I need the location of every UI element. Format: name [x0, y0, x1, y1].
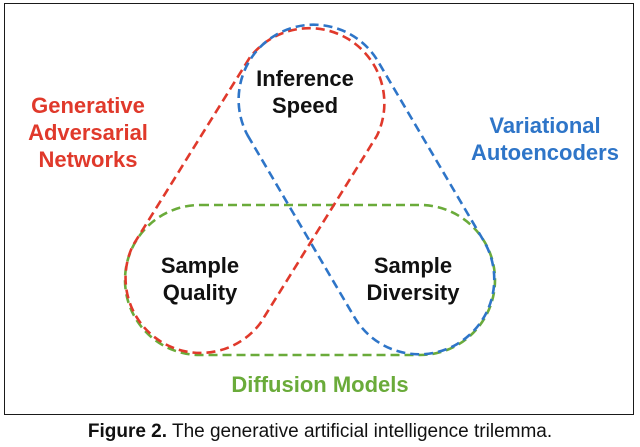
- figure-frame: [4, 3, 634, 415]
- figure-caption: Figure 2. The generative artificial inte…: [0, 421, 640, 443]
- caption-prefix: Figure 2.: [87, 421, 168, 442]
- inference-speed-node: Inference Speed: [256, 66, 354, 118]
- gan-label: Generative Adversarial Networks: [28, 93, 148, 172]
- caption-text: The generative artificial intelligence t…: [167, 421, 553, 442]
- sample-diversity-node: Sample Diversity: [366, 253, 460, 305]
- diffusion-models-label: Diffusion Models: [231, 372, 409, 397]
- sample-quality-node: Sample Quality: [160, 253, 240, 305]
- vae-outline: [237, 23, 496, 356]
- vae-label: Variational Autoencoders: [471, 113, 619, 165]
- gan-outline: [124, 26, 386, 355]
